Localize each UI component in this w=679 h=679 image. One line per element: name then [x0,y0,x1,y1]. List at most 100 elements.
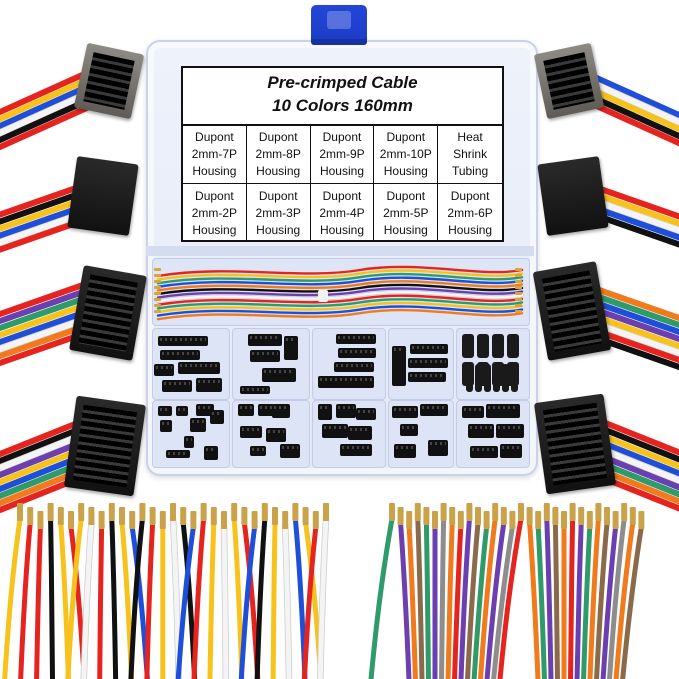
dupont-housing [394,444,416,458]
dupont-housing [240,426,262,438]
gold-terminal [78,503,85,521]
loose-wire [406,524,418,679]
gold-terminal [88,507,95,525]
loose-wire [81,520,94,679]
loose-wire [282,524,292,679]
loose-wire [128,516,145,679]
dupont-housing [420,404,448,416]
shrink-tube [511,364,518,392]
gold-terminal [149,507,156,525]
loose-wire [527,520,541,679]
gold-terminal [231,503,238,521]
loose-wire [109,516,119,679]
crimp-terminal [515,280,522,283]
dupont-housing [400,424,418,436]
dupont-housing [184,436,194,448]
cell-line: Dupont [322,130,362,144]
gold-terminal [139,503,146,521]
gold-terminal [221,511,227,529]
cell-line: Housing [319,222,364,237]
dupont-housing [322,424,348,438]
crimp-terminal [154,274,161,277]
dupont-housing [238,404,254,416]
loose-wire [535,524,547,679]
shrink-tube [462,334,474,358]
loose-wire [568,516,576,679]
dupont-housing [250,350,280,362]
loose-wire [317,516,329,679]
gold-terminal [612,511,619,529]
boxed-cable [156,301,524,314]
loose-wire [552,520,560,679]
loose-wire [254,516,268,679]
loose-wire [544,516,554,679]
loose-wire [34,524,43,679]
cell-line: Housing [192,222,237,237]
dupont-housing [340,444,372,456]
dupont-housing [196,378,222,392]
dupont-housing [154,364,174,376]
crimp-terminal [154,304,161,307]
gold-terminal [312,511,319,529]
gold-terminal [251,511,258,529]
gold-terminal [629,507,636,525]
gold-terminal [119,507,125,525]
dupont-housing [356,408,376,420]
cell-line: Dupont [258,188,298,203]
loose-wire [471,524,490,679]
loose-wire [175,524,196,679]
dupont-housing [210,410,224,424]
shrink-tube [492,334,504,358]
gold-terminal [241,507,248,525]
crimp-terminal [515,310,522,313]
gold-terminal [509,511,516,529]
cell-line: Housing [448,222,493,237]
cell-line: 2mm-6P [447,205,493,220]
gold-terminal [190,511,197,529]
loose-wire [18,520,33,679]
cell-line: Heat [457,130,483,144]
loose-wire [2,516,23,679]
cell-line: Housing [383,222,428,237]
gold-terminal [492,503,499,521]
gold-terminal [282,511,289,529]
dupont-housing [160,420,172,432]
cell-line: 2mm-7P [191,147,238,161]
boxed-cable [156,280,524,292]
gold-terminal [578,507,585,525]
loose-wire [368,516,395,679]
dupont-housing [392,346,406,386]
gold-terminal [389,503,395,521]
crimp-terminal [515,268,522,271]
gold-terminal [432,511,438,529]
boxed-cable [156,272,524,285]
gold-terminal [261,503,268,521]
shrink-tube [493,364,500,392]
gold-terminal [47,503,54,521]
dupont-housing [318,376,374,388]
gold-terminal [466,503,473,521]
loose-wire [478,516,498,679]
dupont-housing [410,344,448,354]
dupont-housing [408,372,446,382]
boxed-cable [156,298,524,310]
boxed-cable [156,283,524,296]
cell-line: 2mm-9P [319,147,365,161]
gold-terminal [292,503,299,521]
gold-terminal [323,503,329,521]
crimp-terminal [515,274,522,277]
loose-wire [398,520,412,679]
loose-wire [620,524,644,679]
gold-terminal [621,503,628,521]
shrink-tube [475,364,482,392]
gold-terminal [595,503,602,521]
dupont-housing [470,446,498,458]
dupont-housing [284,336,298,360]
box-divider [146,246,534,256]
